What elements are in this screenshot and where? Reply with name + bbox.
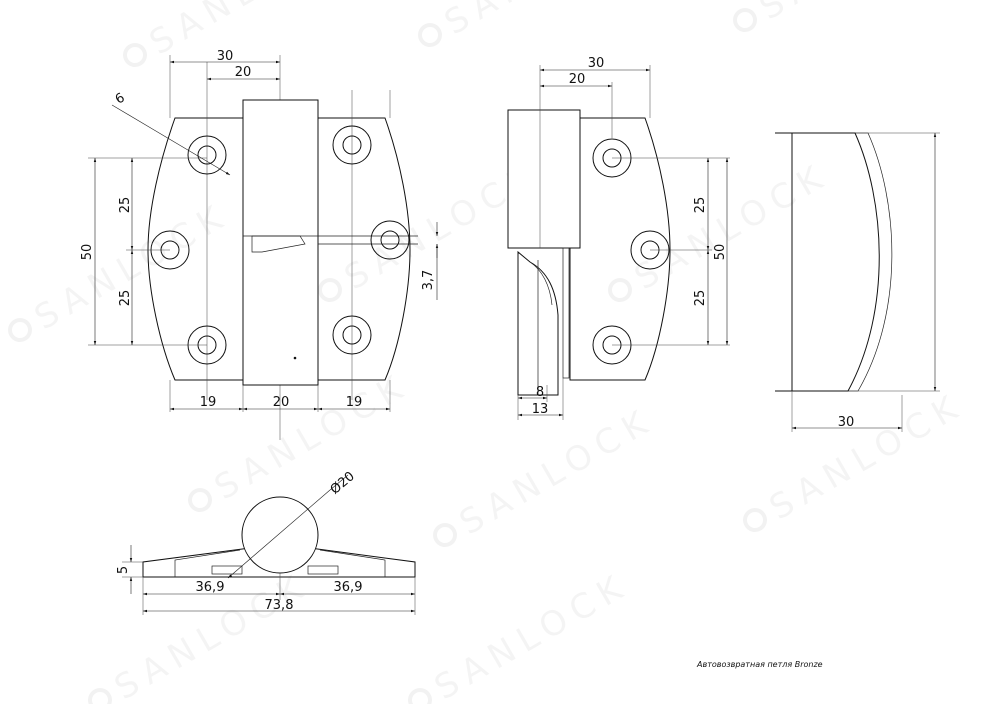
dim-section-diameter: Ø20: [328, 469, 358, 498]
dim-section-right: 36,9: [334, 580, 363, 595]
watermark-text: SANLOCK: [143, 0, 351, 63]
dim-side-right-total: 50: [713, 244, 728, 261]
dim-front-top-outer: 30: [217, 49, 234, 64]
dim-front-top-inner: 20: [235, 65, 252, 80]
dim-front-gap: 3,7: [421, 270, 436, 291]
dim-front-height-lower: 25: [118, 290, 133, 307]
screw-hole-icon: [332, 125, 372, 165]
dim-front-bottom-left: 19: [200, 395, 217, 410]
dim-section-left: 36,9: [196, 580, 225, 595]
dim-side-right-upper: 25: [693, 197, 708, 214]
watermark-text: SANLOCK: [428, 565, 636, 704]
watermark-text: SANLOCK: [453, 400, 661, 543]
dim-side-top-outer: 30: [588, 56, 605, 71]
profile-view: 30: [775, 132, 940, 432]
dim-front-hole-diameter: 6: [113, 90, 128, 107]
dim-front-height-upper: 25: [118, 197, 133, 214]
dim-side-bottom-small: 8: [536, 385, 544, 400]
drawing-caption: Автовозвратная петля Bronze: [696, 660, 823, 669]
dim-front-bottom-center: 20: [273, 395, 290, 410]
screw-hole-icon: [370, 220, 410, 260]
front-view: 30 20 6 50 25 25 3,7 19 20 19: [80, 49, 439, 440]
dim-profile-bottom: 30: [838, 415, 855, 430]
watermark-text: SANLOCK: [438, 0, 646, 43]
dim-side-right-lower: 25: [693, 290, 708, 307]
watermark-text: SANLOCK: [628, 155, 836, 298]
watermark-text: SANLOCK: [208, 365, 416, 508]
dim-front-bottom-right: 19: [346, 395, 363, 410]
dim-section-total: 73,8: [265, 598, 294, 613]
watermark-text: SANLOCK: [753, 0, 961, 28]
dim-section-height: 5: [116, 566, 131, 574]
dim-front-height-total: 50: [80, 244, 95, 261]
screw-hole-icon: [187, 135, 227, 175]
side-view: 30 20 25 25 50 8 13: [507, 56, 730, 420]
screw-hole-icon: [332, 315, 372, 355]
watermark-layer: SANLOCK SANLOCK SANLOCK SANLOCK SANLOCK …: [8, 0, 971, 704]
watermark-text: SANLOCK: [763, 385, 971, 528]
dim-side-top-inner: 20: [569, 72, 586, 87]
dim-side-bottom-large: 13: [532, 402, 549, 417]
